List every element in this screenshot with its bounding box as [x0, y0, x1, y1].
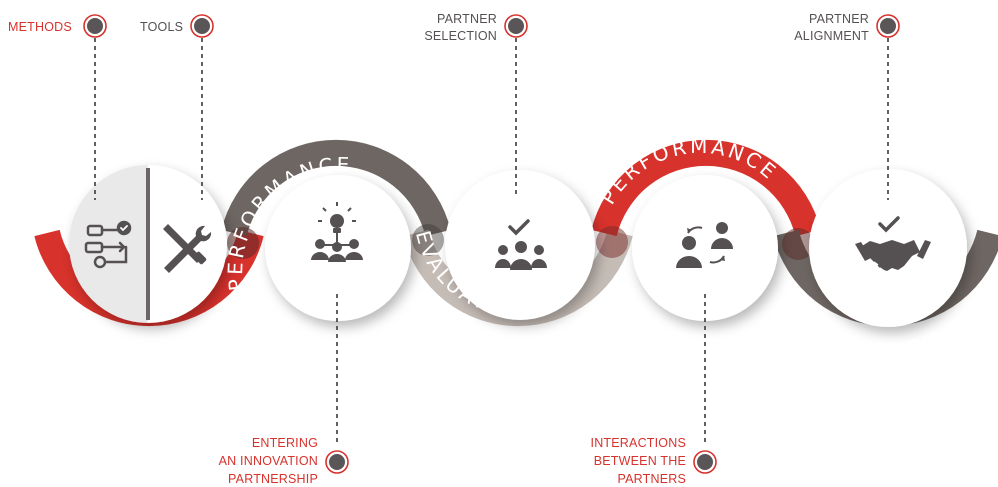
- marker-interactions: [693, 450, 717, 474]
- label-partner-alignment-line1: PARTNER: [809, 12, 869, 26]
- marker-methods: [83, 14, 107, 38]
- band-performance-1: [221, 140, 451, 237]
- marker-tools: [190, 14, 214, 38]
- label-interactions-line1: INTERACTIONS: [591, 436, 686, 450]
- interactions-circle: [632, 175, 778, 321]
- leader-lines: [94, 38, 889, 446]
- overlap-shade-4: [782, 228, 814, 260]
- workflow-gears-icon: [84, 220, 132, 269]
- label-methods: METHODS: [8, 20, 72, 34]
- label-partner-alignment-line2: ALIGNMENT: [794, 29, 869, 43]
- label-partner-selection-line1: PARTNER: [437, 12, 497, 26]
- label-partner-selection-line2: SELECTION: [424, 29, 497, 43]
- marker-partner-alignment: [876, 14, 900, 38]
- label-entering-line1: ENTERING: [252, 436, 318, 450]
- band-performance-2: [591, 140, 821, 237]
- group-checkmark-icon: [495, 219, 547, 270]
- overlap-shade-1: [227, 227, 259, 259]
- marker-partner-selection: [504, 14, 528, 38]
- label-entering-line3: PARTNERSHIP: [228, 472, 318, 486]
- overlap-shade-2: [412, 224, 444, 256]
- split-divider: [146, 168, 150, 320]
- marker-entering: [325, 450, 349, 474]
- handshake-checkmark-icon: [855, 216, 931, 275]
- overlap-shade-3: [596, 226, 628, 258]
- label-tools: TOOLS: [140, 20, 183, 34]
- wrench-screwdriver-icon: [163, 224, 212, 273]
- label-entering-line2: AN INNOVATION: [219, 454, 318, 468]
- team-lightbulb-icon: [311, 202, 363, 262]
- label-interactions-line2: BETWEEN THE: [594, 454, 686, 468]
- people-exchange-icon: [676, 222, 733, 268]
- label-interactions-line3: PARTNERS: [617, 472, 686, 486]
